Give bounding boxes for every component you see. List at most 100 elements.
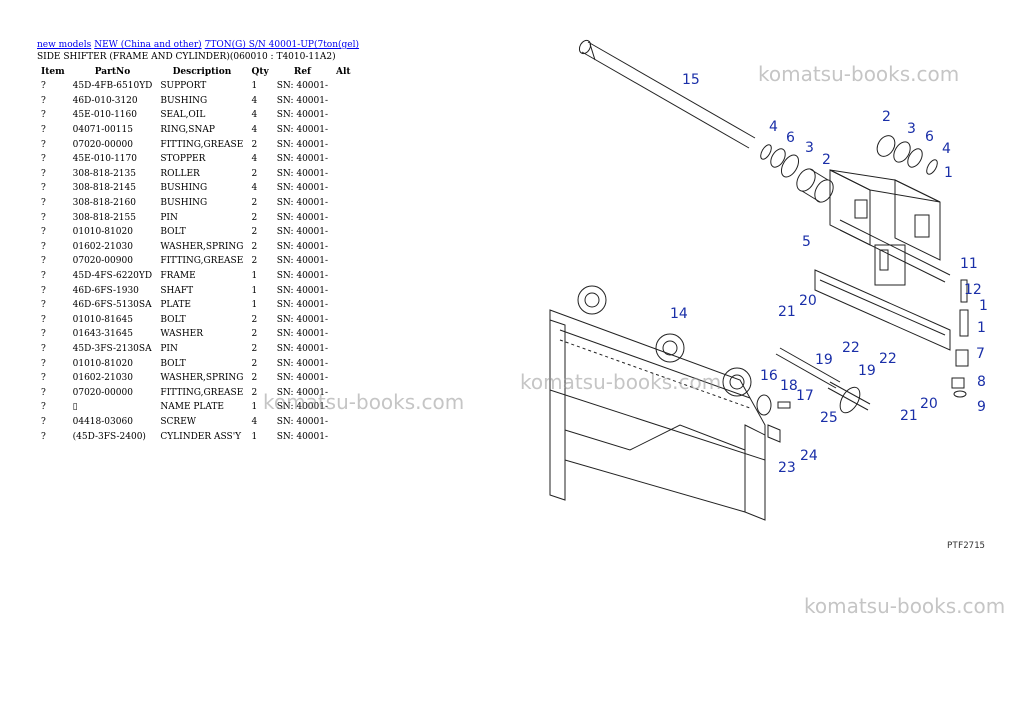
cell-partno: ▯ bbox=[72, 402, 78, 413]
cell-partno: 46D-6FS-5130SA bbox=[72, 300, 152, 311]
cell-alt bbox=[332, 342, 355, 357]
callout-label: 8 bbox=[977, 374, 986, 390]
callout-label: 1 bbox=[977, 320, 986, 336]
cell-ref: SN: 40001- bbox=[276, 241, 329, 252]
cell-qty: 1 bbox=[251, 271, 258, 282]
callout-label: 2 bbox=[822, 152, 831, 168]
callout-label: 18 bbox=[780, 378, 798, 394]
cell-alt bbox=[332, 298, 355, 313]
cell-desc: NAME PLATE bbox=[160, 402, 224, 413]
callout-label: 3 bbox=[907, 121, 916, 137]
cell-desc: FITTING,GREASE bbox=[160, 139, 244, 150]
bushing-right bbox=[876, 135, 896, 157]
cell-item: ? bbox=[41, 256, 46, 267]
callout-label: 6 bbox=[925, 129, 934, 145]
cell-alt bbox=[332, 356, 355, 371]
cell-partno: 07020-00000 bbox=[72, 387, 133, 398]
callout-label: 21 bbox=[778, 304, 796, 320]
cell-item: ? bbox=[41, 300, 46, 311]
name-plate-part bbox=[756, 394, 772, 416]
watermark: komatsu-books.com bbox=[263, 390, 465, 414]
cell-item: ? bbox=[41, 198, 46, 209]
cell-qty: 4 bbox=[251, 154, 258, 165]
cell-qty: 1 bbox=[251, 300, 258, 311]
cell-item: ? bbox=[41, 168, 46, 179]
frame-part bbox=[549, 285, 766, 521]
cell-ref: SN: 40001- bbox=[276, 431, 329, 442]
cell-item: ? bbox=[41, 358, 46, 369]
cell-alt bbox=[332, 269, 355, 284]
callout-label: 23 bbox=[778, 460, 796, 476]
breadcrumb-link-new-models[interactable]: new models bbox=[37, 40, 92, 50]
cell-qty: 2 bbox=[251, 212, 258, 223]
cell-partno: 07020-00000 bbox=[72, 139, 133, 150]
cell-item: ? bbox=[41, 110, 46, 121]
cell-ref: SN: 40001- bbox=[276, 95, 329, 106]
cell-alt bbox=[332, 181, 355, 196]
watermark: komatsu-books.com bbox=[758, 62, 960, 86]
cell-alt bbox=[332, 79, 355, 94]
bolts-right bbox=[951, 279, 969, 398]
breadcrumb-link-new-china[interactable]: NEW (China and other) bbox=[94, 40, 202, 50]
cell-item: ? bbox=[41, 387, 46, 398]
cell-partno: 04071-00115 bbox=[72, 125, 133, 136]
cell-desc: ROLLER bbox=[160, 168, 200, 179]
cell-qty: 1 bbox=[251, 81, 258, 92]
cell-partno: 308-818-2160 bbox=[72, 198, 136, 209]
callout-label: 19 bbox=[815, 352, 833, 368]
exploded-parts-diagram: 15 4 6 3 2 2 3 6 4 1 5 11 12 1 1 7 8 9 1… bbox=[549, 39, 988, 521]
header-description: Description bbox=[172, 67, 232, 77]
cell-ref: SN: 40001- bbox=[276, 343, 329, 354]
cell-item: ? bbox=[41, 285, 46, 296]
cell-qty: 2 bbox=[251, 358, 258, 369]
cell-desc: PIN bbox=[160, 343, 178, 354]
cell-qty: 4 bbox=[251, 183, 258, 194]
seal-right-a bbox=[893, 141, 911, 163]
cell-partno: 07020-00900 bbox=[72, 256, 133, 267]
bushing-left bbox=[780, 154, 800, 178]
cell-desc: BUSHING bbox=[160, 198, 208, 209]
cell-ref: SN: 40001- bbox=[276, 212, 329, 223]
cell-ref: SN: 40001- bbox=[276, 154, 329, 165]
callout-label: 20 bbox=[920, 396, 938, 412]
cell-desc: PLATE bbox=[160, 300, 191, 311]
cell-qty: 2 bbox=[251, 198, 258, 209]
cell-desc: WASHER bbox=[160, 329, 204, 340]
cell-partno: 45D-4FS-6220YD bbox=[72, 271, 153, 282]
callout-label: 1 bbox=[979, 298, 988, 314]
callout-label: 6 bbox=[786, 130, 795, 146]
header-partno: PartNo bbox=[94, 67, 131, 77]
cell-alt bbox=[332, 167, 355, 182]
breadcrumb-link-model[interactable]: 7TON(G) S/N 40001-UP(7ton(gel) bbox=[204, 40, 360, 50]
cell-item: ? bbox=[41, 373, 46, 384]
cell-desc: FITTING,GREASE bbox=[160, 387, 244, 398]
cell-ref: SN: 40001- bbox=[276, 256, 329, 267]
callout-label: 3 bbox=[805, 140, 814, 156]
cell-alt bbox=[332, 313, 355, 328]
callout-label: 2 bbox=[882, 109, 891, 125]
cell-partno: 308-818-2155 bbox=[72, 212, 136, 223]
watermark: komatsu-books.com bbox=[520, 370, 722, 394]
cell-ref: SN: 40001- bbox=[276, 110, 329, 121]
cell-ref: SN: 40001- bbox=[276, 387, 329, 398]
callout-label: 4 bbox=[942, 141, 951, 157]
header-item: Item bbox=[41, 67, 65, 77]
callout-label: 11 bbox=[960, 256, 978, 272]
cell-item: ? bbox=[41, 154, 46, 165]
callout-label: 4 bbox=[769, 119, 778, 135]
cell-item: ? bbox=[41, 314, 46, 325]
cell-ref: SN: 40001- bbox=[276, 168, 329, 179]
